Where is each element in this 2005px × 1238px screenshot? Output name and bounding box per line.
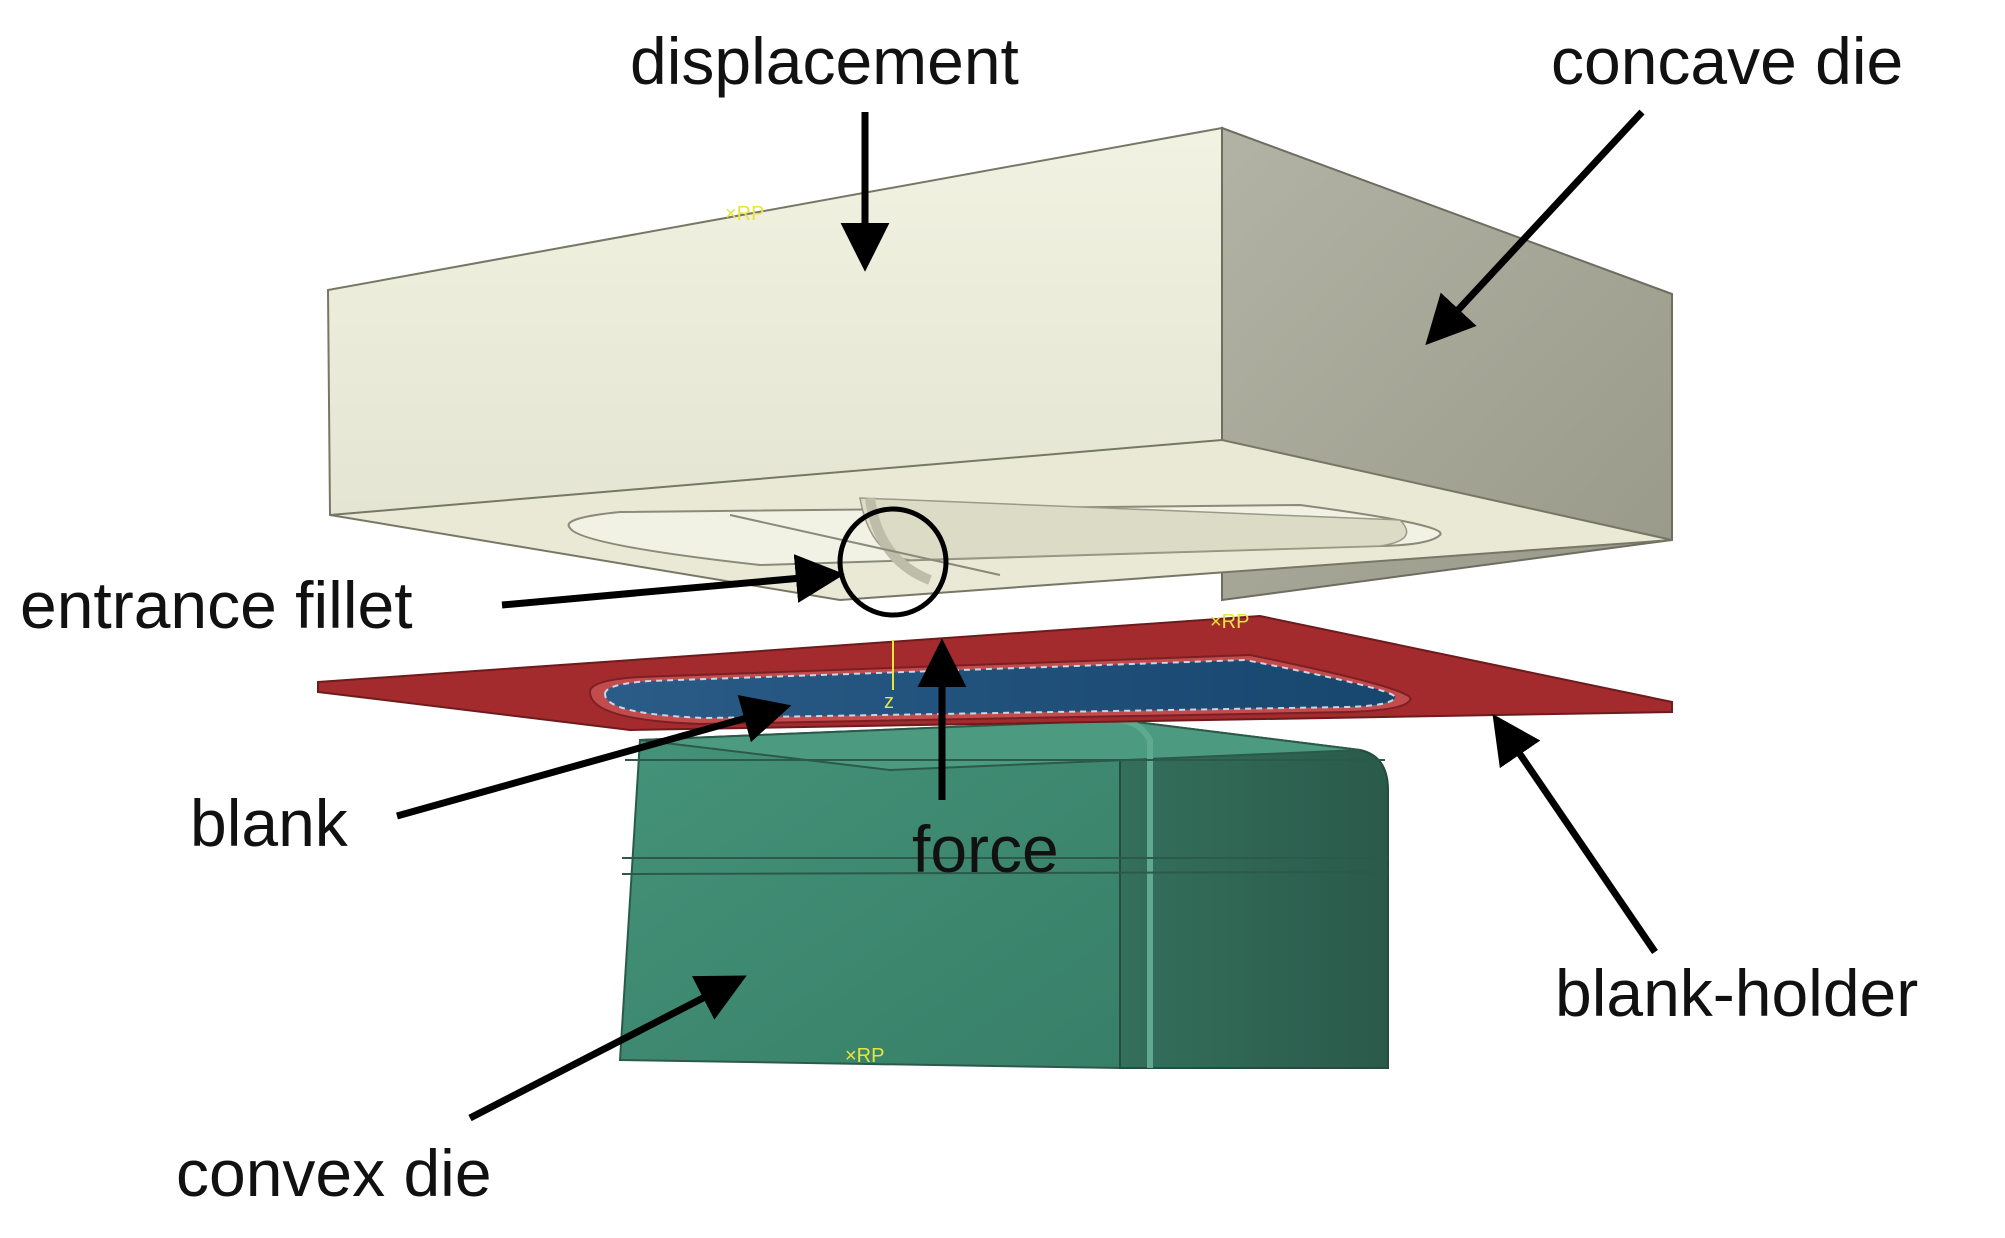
blank-label: blank xyxy=(190,786,348,860)
convex-die-front-face xyxy=(618,718,1121,1070)
concave-die xyxy=(326,126,1673,602)
concave-die-label: concave die xyxy=(1551,24,1904,98)
force-label: force xyxy=(912,812,1059,886)
rp-marker-convex: ×RP xyxy=(845,1045,884,1067)
blank-sheet xyxy=(603,658,1397,720)
convex-die xyxy=(618,717,1389,1070)
convex-die-side-face xyxy=(1119,718,1389,1069)
concave-die-cavity-wall xyxy=(859,497,1408,561)
arrow-convex-die xyxy=(468,975,747,1122)
rp-marker-holder: ×RP xyxy=(1210,611,1249,633)
displacement-label: displacement xyxy=(630,24,1019,98)
arrow-blank xyxy=(396,694,792,820)
blank xyxy=(603,658,1397,720)
reference-point-markers: ×RP ×RP ×RP z xyxy=(725,203,1249,1067)
blank-holder-label: blank-holder xyxy=(1555,956,1919,1030)
arrow-concave-die xyxy=(1425,109,1645,346)
concave-die-cavity-line xyxy=(729,514,1001,576)
annotation-arrows xyxy=(396,109,1658,1122)
convex-die-edge-3 xyxy=(621,871,1389,875)
convex-die-label: convex die xyxy=(176,1136,492,1210)
arrow-blank-holder xyxy=(1492,713,1658,954)
entrance-fillet-label: entrance fillet xyxy=(20,568,413,642)
arrow-entrance-fillet xyxy=(501,554,845,609)
z-axis-label: z xyxy=(884,691,894,713)
rp-marker-concave: ×RP xyxy=(725,203,764,225)
